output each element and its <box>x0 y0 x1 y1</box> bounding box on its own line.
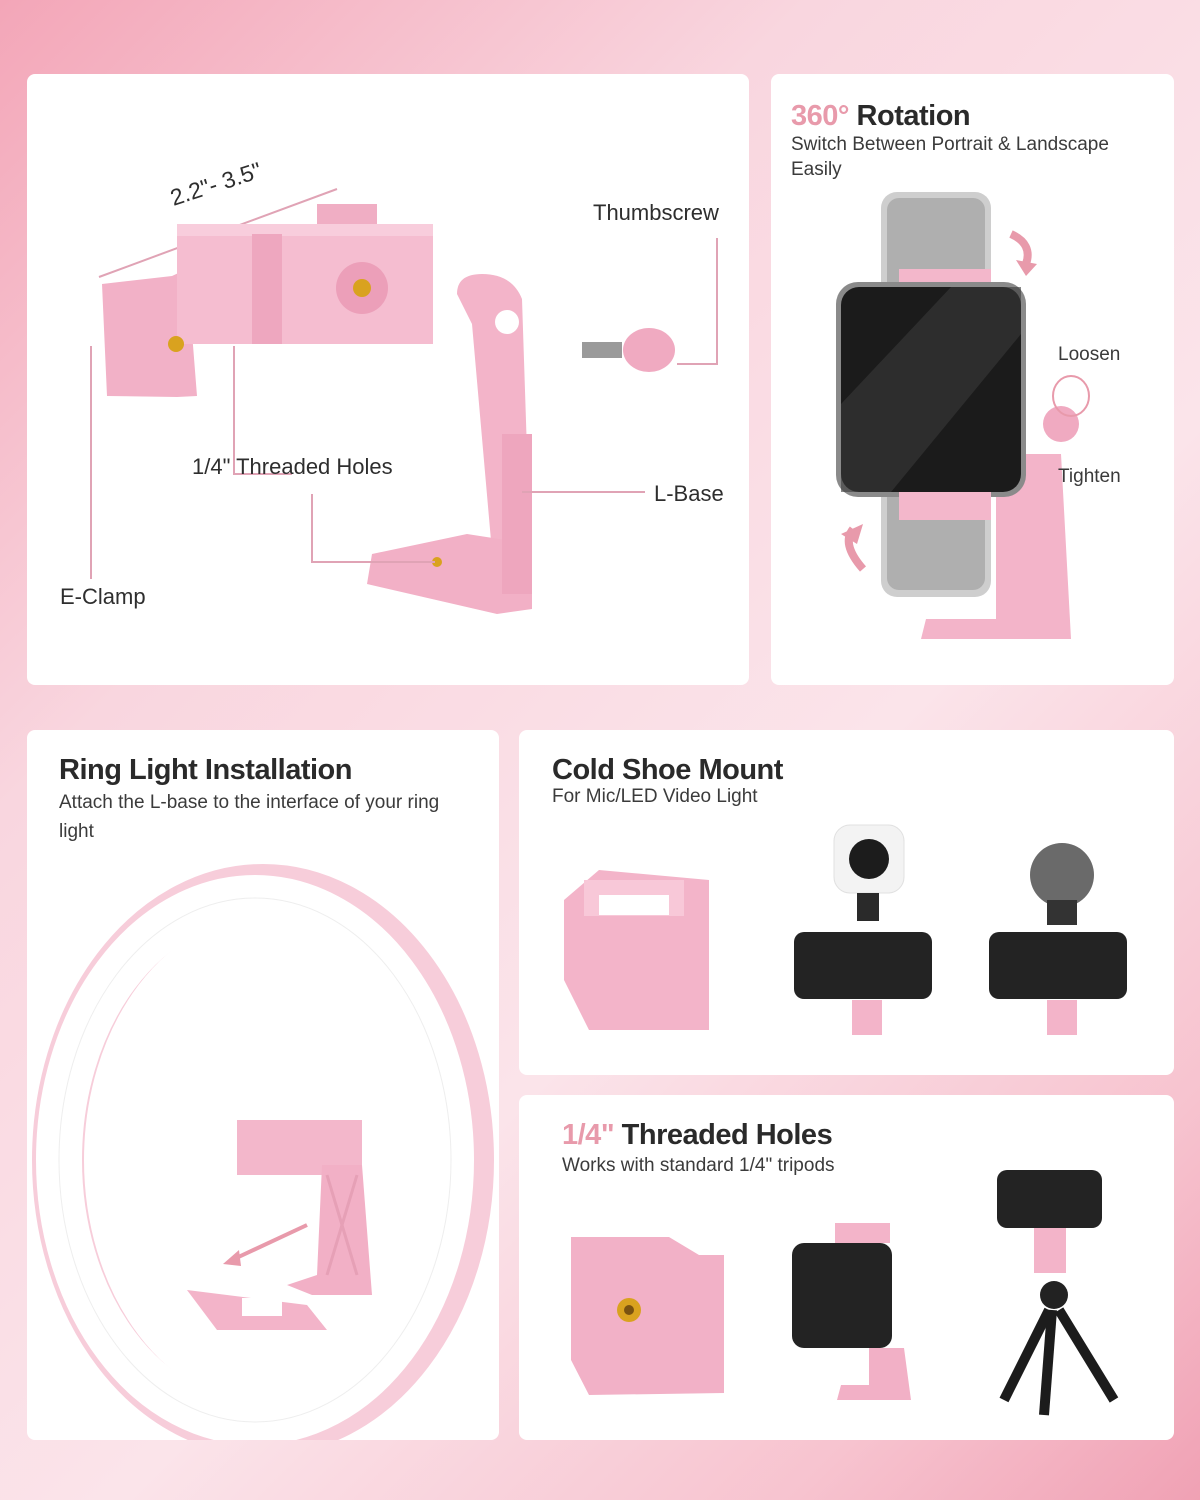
tighten-label: Tighten <box>1058 466 1121 487</box>
l-base-illustration <box>367 274 532 614</box>
ring-light-title: Ring Light Installation <box>59 754 352 786</box>
rotation-panel: 360° Rotation Switch Between Portrait & … <box>771 74 1174 685</box>
thumbscrew-illustration <box>582 328 675 372</box>
threaded-holes-label: 1/4" Threaded Holes <box>192 454 393 479</box>
cold-shoe-title: Cold Shoe Mount <box>552 754 783 786</box>
e-clamp-illustration <box>102 204 433 397</box>
threaded-holes-illustration <box>571 1170 1119 1416</box>
threaded-holes-title-accent: 1/4" <box>562 1119 615 1151</box>
threaded-holes-panel: 1/4" Threaded Holes Works with standard … <box>519 1095 1174 1440</box>
rotation-subtitle: Switch Between Portrait & Landscape Easi… <box>791 134 1109 180</box>
cold-shoe-illustration <box>564 824 1127 1035</box>
threaded-holes-title: 1/4" Threaded Holes <box>562 1119 833 1152</box>
ring-light-subtitle: Attach the L-base to the interface of yo… <box>59 792 440 842</box>
parts-illustration <box>90 188 718 614</box>
threaded-holes-title-rest: Threaded Holes <box>614 1119 833 1151</box>
e-clamp-label: E-Clamp <box>60 584 146 609</box>
rotation-title-accent: 360° <box>791 100 849 132</box>
l-base-label: L-Base <box>654 481 724 506</box>
parts-panel: 2.2"- 3.5" <box>27 74 749 685</box>
cold-shoe-subtitle: For Mic/LED Video Light <box>552 786 758 807</box>
loosen-label: Loosen <box>1058 344 1121 365</box>
ring-light-panel: Ring Light Installation Attach the L-bas… <box>27 730 499 1440</box>
rotation-title-rest: Rotation <box>848 100 971 132</box>
threaded-holes-subtitle: Works with standard 1/4" tripods <box>562 1155 835 1176</box>
ring-light-illustration <box>32 864 494 1440</box>
cold-shoe-panel: Cold Shoe Mount For Mic/LED Video Light <box>519 730 1174 1075</box>
rotation-illustration <box>836 192 1090 639</box>
thumbscrew-label: Thumbscrew <box>593 200 719 225</box>
rotation-title: 360° Rotation <box>791 100 971 133</box>
